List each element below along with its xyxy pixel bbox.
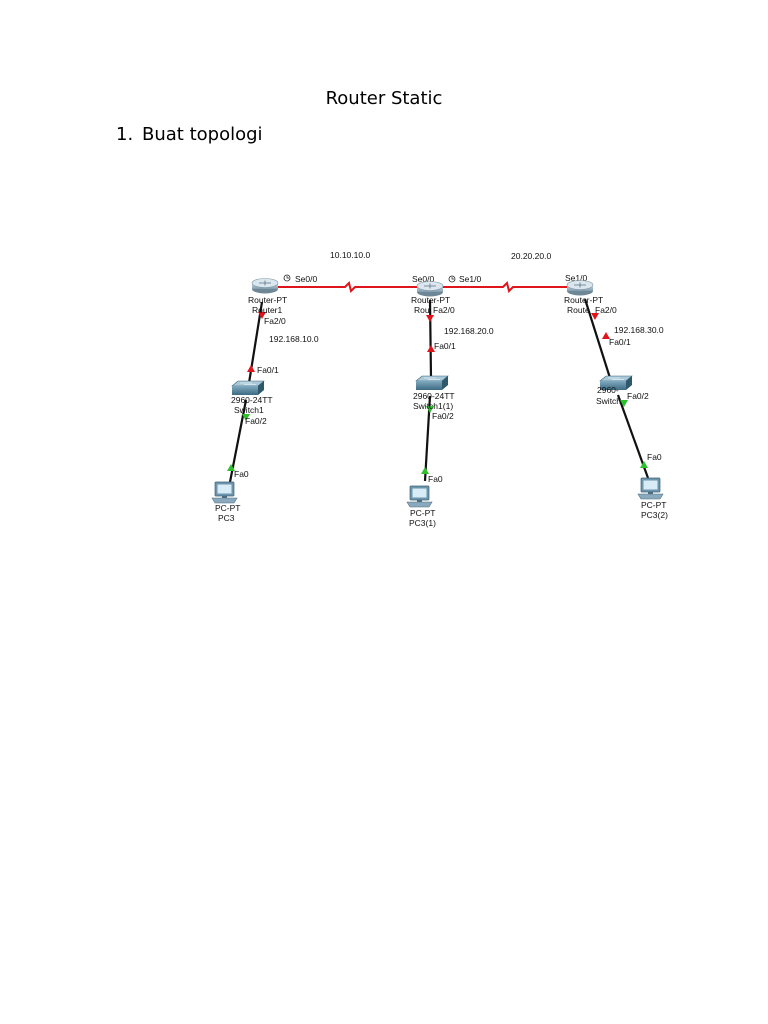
router-icon[interactable]	[416, 281, 444, 297]
lan-network-label-2: 192.168.20.0	[444, 326, 494, 336]
port-up-marker	[421, 467, 429, 474]
switch3-name-label: Switch	[596, 396, 621, 406]
step-text: Buat topologi	[142, 124, 263, 145]
switch3-uplink-port-label: Fa0/1	[609, 337, 631, 347]
switch2-uplink-port-label: Fa0/1	[434, 341, 456, 351]
serial-link-right[interactable]	[435, 281, 578, 293]
port-up-marker	[242, 414, 250, 421]
switch3-model-label: 2960-	[597, 385, 619, 395]
ethernet-link[interactable]	[583, 298, 612, 379]
switch-icon[interactable]	[415, 375, 449, 390]
port-up-marker	[640, 461, 648, 468]
step-1: 1. Buat topologi	[116, 124, 263, 145]
pc3-1-port-label: Fa0	[428, 474, 443, 484]
pc3-name-label: PC3	[218, 513, 235, 523]
pc3-2-model-label: PC-PT	[641, 500, 667, 510]
router2-serial-right-port-label: Se1/0	[459, 274, 481, 284]
switch1-uplink-port-label: Fa0/1	[257, 365, 279, 375]
port-down-marker	[591, 313, 599, 320]
document-title: Router Static	[325, 88, 443, 109]
pc3-port-label: Fa0	[234, 469, 249, 479]
switch2-pc-port-label: Fa0/2	[432, 411, 454, 421]
port-down-marker	[247, 365, 255, 372]
port-down-marker	[426, 315, 434, 322]
switch2-model-label: 2960-24TT	[413, 391, 455, 401]
router3-serial-port-label: Se1/0	[565, 273, 587, 283]
switch1-name-label: Switch1	[234, 405, 264, 415]
lan-network-label-3: 192.168.30.0	[614, 325, 664, 335]
clock-icon	[448, 275, 456, 283]
router-icon[interactable]	[566, 280, 594, 296]
router2-model-label: Router-PT	[411, 295, 450, 305]
switch-icon[interactable]	[231, 380, 265, 395]
network-label-serial-right: 20.20.20.0	[511, 251, 551, 261]
port-down-marker	[427, 345, 435, 352]
pc-icon[interactable]	[211, 481, 238, 504]
switch1-model-label: 2960-24TT	[231, 395, 273, 405]
switch2-name-label: Switch1(1)	[413, 401, 453, 411]
step-number: 1.	[116, 124, 134, 145]
router2-name-label: Rou	[414, 305, 430, 315]
switch3-pc-port-label: Fa0/2	[627, 391, 649, 401]
pc-icon[interactable]	[637, 477, 664, 500]
switch-icon[interactable]	[599, 375, 633, 390]
network-label-serial-left: 10.10.10.0	[330, 250, 370, 260]
router3-name-label: Route	[567, 305, 590, 315]
router2-serial-left-port-label: Se0/0	[412, 274, 434, 284]
router1-serial-port-label: Se0/0	[295, 274, 317, 284]
pc3-1-model-label: PC-PT	[410, 508, 436, 518]
port-up-marker	[227, 464, 235, 471]
switch1-pc-port-label: Fa0/2	[245, 416, 267, 426]
pc3-2-port-label: Fa0	[647, 452, 662, 462]
port-up-marker	[620, 400, 628, 407]
port-down-marker	[602, 332, 610, 339]
router-icon[interactable]	[251, 278, 279, 294]
port-down-marker	[258, 312, 266, 319]
serial-link-left[interactable]	[268, 281, 425, 293]
router1-model-label: Router-PT	[248, 295, 287, 305]
router3-lan-port-label: Fa2/0	[595, 305, 617, 315]
pc3-2-name-label: PC3(2)	[641, 510, 668, 520]
pc-icon[interactable]	[406, 485, 433, 508]
lan-network-label-1: 192.168.10.0	[269, 334, 319, 344]
router3-model-label: Router-PT	[564, 295, 603, 305]
router1-lan-port-label: Fa2/0	[264, 316, 286, 326]
router1-name-label: Router1	[252, 305, 283, 315]
ethernet-link[interactable]	[428, 299, 433, 379]
clock-icon	[283, 274, 291, 282]
router2-lan-port-label: Fa2/0	[433, 305, 455, 315]
port-up-marker	[426, 406, 434, 413]
pc3-1-name-label: PC3(1)	[409, 518, 436, 528]
pc3-model-label: PC-PT	[215, 503, 241, 513]
